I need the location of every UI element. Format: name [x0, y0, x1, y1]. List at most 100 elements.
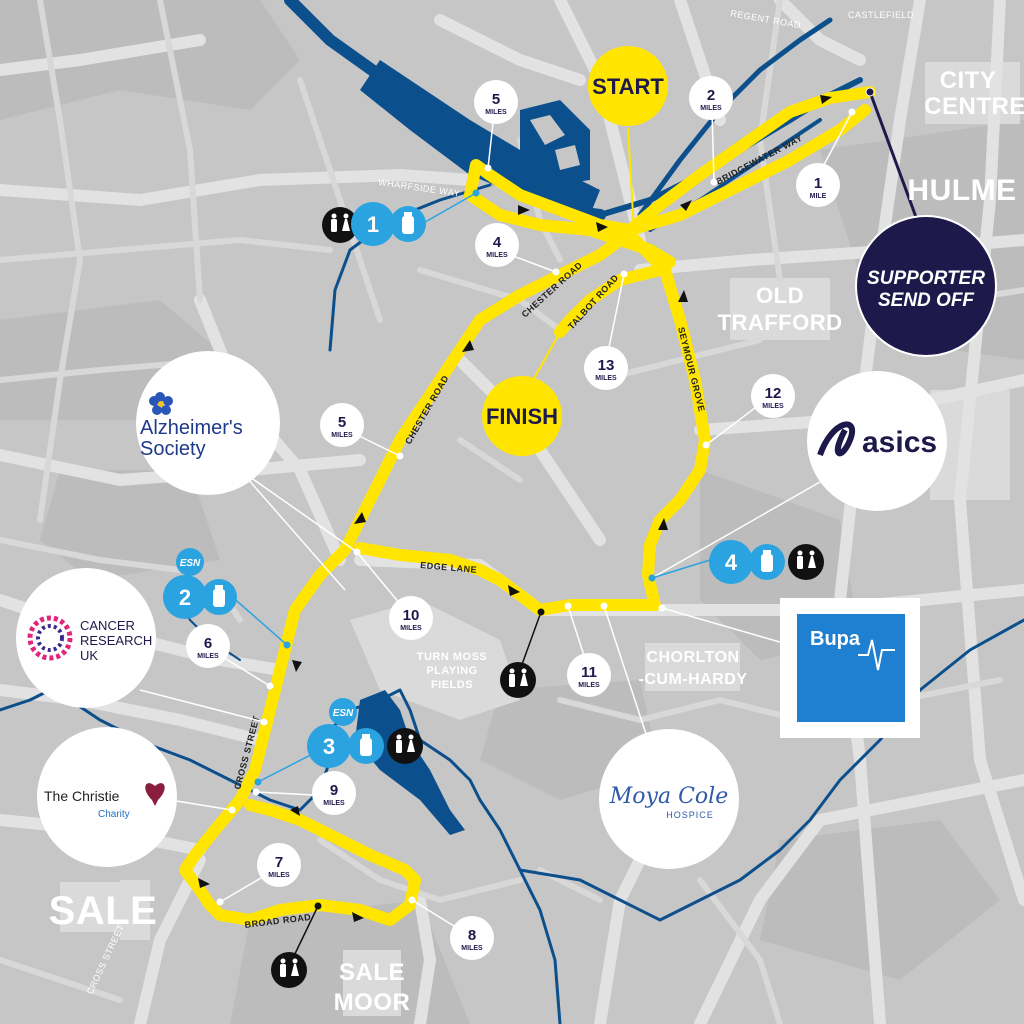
start-label: START	[592, 74, 664, 99]
water-bottle-icon	[761, 550, 773, 572]
area-sale-moor-1: SALE	[339, 959, 405, 986]
svg-text:MILES: MILES	[485, 109, 507, 116]
charity-bupa[interactable]: Bupa	[780, 598, 920, 738]
area-old-trafford-1: OLD	[756, 283, 804, 308]
start-pointer	[627, 127, 635, 233]
mile-marker-5b: 5 MILES	[320, 403, 364, 447]
mile-marker-13: 13 MILES	[584, 346, 628, 390]
mile-marker-12: 12 MILES	[751, 374, 795, 418]
charity-the-christie[interactable]: The Christie Charity	[37, 727, 177, 867]
charity-leader-lines	[139, 469, 821, 811]
water-bottle-icon	[402, 212, 414, 234]
svg-text:MILES: MILES	[400, 625, 422, 632]
area-old-trafford-2: TRAFFORD	[718, 310, 843, 335]
supporter-send-off-marker[interactable]: SUPPORTER SEND OFF	[855, 215, 997, 357]
svg-text:8: 8	[468, 927, 476, 944]
station-number: 1	[367, 212, 379, 237]
mile-marker-9: 9 MILES	[312, 771, 356, 815]
street-castlefield: CASTLEFIELD	[848, 10, 914, 20]
street-edge-lane: EDGE LANE	[420, 560, 478, 575]
svg-text:Charity: Charity	[98, 809, 130, 820]
water-bottle-icon	[213, 585, 225, 607]
toilet-points	[314, 608, 545, 910]
mile-marker-10: 10 MILES	[389, 596, 433, 640]
station-points	[254, 189, 656, 786]
street-talbot-road: TALBOT ROAD	[566, 272, 620, 331]
station-number: 2	[179, 585, 191, 610]
asics-logo-icon	[817, 421, 855, 457]
station-2[interactable]: ESN 2	[163, 548, 237, 619]
svg-text:7: 7	[275, 854, 283, 871]
charity-asics[interactable]: asics	[807, 371, 947, 511]
christie-heart-icon	[145, 783, 165, 806]
svg-text:1: 1	[814, 175, 822, 192]
area-hulme: HULME	[907, 174, 1016, 207]
area-labels: CITY CENTRE HULME OLD TRAFFORD CHORLTON …	[49, 67, 1024, 1016]
svg-text:MILES: MILES	[197, 653, 219, 660]
svg-text:MILES: MILES	[486, 252, 508, 259]
station-number: 3	[323, 734, 335, 759]
station-1[interactable]: 1	[322, 202, 426, 246]
svg-text:RESEARCH: RESEARCH	[80, 633, 152, 648]
svg-text:MILE: MILE	[810, 193, 827, 200]
toilet-icon	[396, 734, 415, 753]
mile-marker-4: 4 MILES	[475, 223, 519, 267]
street-seymour-grove: SEYMOUR GROVE	[676, 326, 707, 413]
toilets-edge-lane[interactable]	[500, 662, 536, 698]
station-3[interactable]: ESN 3	[307, 698, 423, 768]
toilet-icon	[797, 550, 816, 569]
area-city-centre-1: CITY	[940, 67, 997, 94]
svg-text:MILES: MILES	[578, 682, 600, 689]
svg-text:CANCER: CANCER	[80, 618, 135, 633]
svg-text:Bupa: Bupa	[810, 628, 861, 650]
esn-logo: ESN	[180, 558, 201, 569]
esn-logo: ESN	[333, 708, 354, 719]
street-chester-road-2: CHESTER ROAD	[403, 373, 451, 446]
station-number: 4	[725, 550, 738, 575]
toilet-icon	[331, 213, 350, 232]
svg-text:MILES: MILES	[331, 432, 353, 439]
mile-marker-5a: 5 MILES	[474, 80, 518, 124]
svg-text:13: 13	[598, 357, 615, 374]
supporter-point	[865, 87, 875, 97]
mile-marker-2: 2 MILES	[689, 76, 733, 120]
heartbeat-icon	[858, 639, 895, 671]
mile-marker-7: 7 MILES	[257, 843, 301, 887]
forget-me-not-icon	[149, 392, 173, 415]
supporter-pointer	[868, 91, 922, 229]
area-city-centre-2: CENTRE	[924, 93, 1024, 120]
mile-marker-8: 8 MILES	[450, 916, 494, 960]
charity-alzheimers-society[interactable]: Alzheimer's Society	[136, 351, 280, 495]
toilet-leader-lines	[291, 611, 542, 961]
toilets-broad-road[interactable]	[271, 952, 307, 988]
mile-markers: 1 MILE 2 MILES 4 MILES 5 MILES 5 MILES 6…	[186, 76, 840, 960]
mile-marker-11: 11 MILES	[567, 653, 611, 697]
station-4[interactable]: 4	[709, 540, 824, 584]
finish-marker[interactable]: FINISH	[482, 376, 562, 456]
svg-text:10: 10	[403, 607, 420, 624]
area-turn-moss-3: FIELDS	[431, 679, 473, 691]
area-chorlton-2: -CUM-HARDY	[639, 671, 748, 688]
svg-text:UK: UK	[80, 648, 98, 663]
mile-marker-1: 1 MILE	[796, 163, 840, 207]
svg-text:9: 9	[330, 782, 338, 799]
svg-text:Society: Society	[140, 438, 206, 460]
svg-text:MILES: MILES	[700, 105, 722, 112]
svg-text:Alzheimer's: Alzheimer's	[140, 417, 243, 439]
svg-text:4: 4	[493, 234, 502, 251]
start-marker[interactable]: START	[588, 46, 668, 126]
supporter-label-2: SEND OFF	[878, 290, 975, 311]
area-turn-moss-2: PLAYING	[426, 665, 477, 677]
svg-text:HOSPICE: HOSPICE	[666, 810, 714, 820]
svg-text:12: 12	[765, 385, 782, 402]
svg-text:MILES: MILES	[762, 403, 784, 410]
charity-cancer-research-uk[interactable]: CANCER RESEARCH UK	[16, 568, 156, 708]
toilet-icon	[509, 668, 528, 687]
cancer-research-logo-icon	[27, 615, 73, 661]
supporter-label-1: SUPPORTER	[867, 268, 985, 289]
charity-moya-cole-hospice[interactable]: Moya Cole HOSPICE	[599, 729, 739, 869]
svg-text:MILES: MILES	[323, 800, 345, 807]
mile-marker-6: 6 MILES	[186, 624, 230, 668]
